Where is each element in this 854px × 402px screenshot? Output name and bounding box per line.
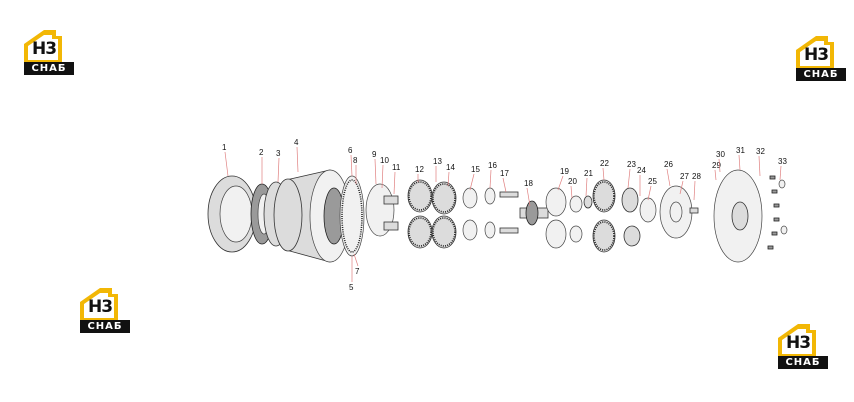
callout-number-30: 30 (716, 150, 725, 159)
callout-leader (277, 157, 280, 183)
callout-leader (666, 168, 671, 187)
brand-logo-mid-left: H3 СНАБ (78, 284, 134, 334)
callout-leader (738, 154, 741, 171)
part-4-housing (273, 169, 351, 263)
callout-number-29: 29 (712, 161, 721, 170)
callout-number-25: 25 (648, 177, 657, 186)
part-29-31-end-cover (713, 169, 763, 263)
callout-leader (585, 177, 588, 197)
callout-number-17: 17 (500, 169, 509, 178)
callout-number-23: 23 (627, 160, 636, 169)
callout-number-27: 27 (680, 172, 689, 181)
callout-number-28: 28 (692, 172, 701, 181)
callout-number-21: 21 (584, 169, 593, 178)
callout-leader (647, 185, 652, 201)
callout-leader (526, 187, 531, 207)
logo-text: СНАБ (796, 68, 846, 81)
callout-number-33: 33 (778, 157, 787, 166)
callout-leader (693, 180, 696, 201)
part-9-11-carrier (365, 183, 399, 237)
logo-mark: H3 (786, 333, 811, 353)
callout-number-32: 32 (756, 147, 765, 156)
callout-leader (627, 168, 631, 189)
logo-text: СНАБ (80, 320, 130, 333)
callout-number-12: 12 (415, 165, 424, 174)
brand-logo-top-left: H3 СНАБ (22, 26, 78, 76)
callout-number-6: 6 (348, 146, 353, 155)
callout-leader (374, 158, 377, 185)
callout-leader (469, 173, 475, 191)
brand-logo-top-right: H3 СНАБ (794, 32, 850, 82)
part-15-17-washers (462, 187, 519, 241)
callout-number-26: 26 (664, 160, 673, 169)
part-1-cover (207, 175, 257, 253)
callout-leader (393, 171, 396, 195)
logo-text: СНАБ (778, 356, 828, 369)
callout-number-11: 11 (392, 163, 401, 172)
callout-number-8: 8 (353, 156, 358, 165)
callout-number-14: 14 (446, 163, 455, 172)
callout-leader (502, 177, 507, 193)
brand-logo-bottom-right: H3 СНАБ (776, 320, 832, 370)
house-logo-icon (796, 36, 834, 68)
callout-leader (489, 169, 492, 189)
callout-leader (718, 158, 721, 173)
house-logo-icon (80, 288, 118, 320)
callout-number-19: 19 (560, 167, 569, 176)
callout-leader (557, 175, 564, 191)
callout-number-13: 13 (433, 157, 442, 166)
callout-leader (602, 167, 605, 181)
part-19-21-carrier (545, 187, 593, 249)
logo-mark: H3 (32, 39, 57, 59)
callout-number-24: 24 (637, 166, 646, 175)
house-logo-icon (778, 324, 816, 356)
callout-number-4: 4 (294, 138, 299, 147)
part-32-33-bolts (767, 175, 788, 250)
callout-number-2: 2 (259, 148, 264, 157)
callout-leader (714, 169, 717, 181)
part-22-25-gears (592, 179, 657, 253)
part-26-28-plate (659, 185, 699, 239)
callout-leader (570, 185, 573, 199)
part-12-14-planet-gears (407, 179, 457, 249)
callout-number-15: 15 (471, 165, 480, 174)
callout-number-18: 18 (524, 179, 533, 188)
logo-text: СНАБ (24, 62, 74, 75)
callout-number-22: 22 (600, 159, 609, 168)
callout-leader (679, 180, 684, 195)
callout-leader (224, 151, 229, 177)
callout-number-3: 3 (276, 149, 281, 158)
logo-mark: H3 (88, 297, 113, 317)
callout-leader (779, 165, 782, 181)
callout-number-7: 7 (355, 267, 360, 276)
callout-leader (350, 154, 353, 177)
callout-number-10: 10 (380, 156, 389, 165)
callout-leader (447, 171, 450, 187)
callout-leader (296, 146, 299, 173)
callout-leader (758, 155, 761, 177)
callout-number-9: 9 (372, 150, 377, 159)
callout-leader (381, 164, 384, 189)
part-5-8-ring-gear (339, 175, 365, 257)
callout-number-5: 5 (349, 283, 354, 292)
callout-number-16: 16 (488, 161, 497, 170)
callout-number-20: 20 (568, 177, 577, 186)
part-18-shaft (519, 200, 549, 226)
logo-mark: H3 (804, 45, 829, 65)
callout-number-31: 31 (736, 146, 745, 155)
callout-leader (353, 253, 359, 267)
callout-number-1: 1 (222, 143, 227, 152)
house-logo-icon (24, 30, 62, 62)
